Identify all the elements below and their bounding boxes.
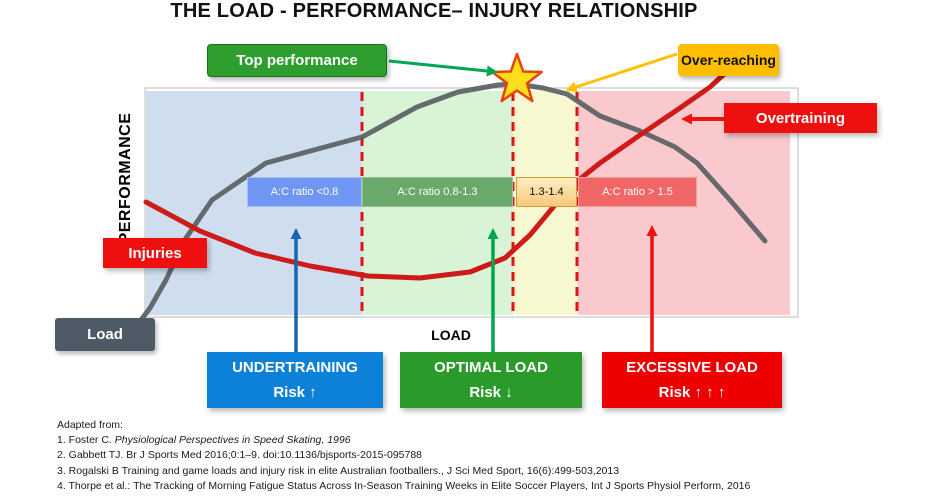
ac-ratio-label-overreaching: 1.3-1.4: [516, 177, 577, 207]
over-reaching-arrow-head: [565, 81, 578, 93]
excessive-load-risk-box: EXCESSIVE LOAD Risk ↑ ↑ ↑: [602, 352, 782, 408]
reference-item: 3. Rogalski B Training and game loads an…: [57, 464, 620, 477]
undertraining-risk-level: Risk ↑: [273, 384, 317, 401]
over-reaching-callout: Over-reaching: [678, 44, 779, 76]
undertraining-risk-title: UNDERTRAINING: [232, 359, 358, 376]
injury-curve: [143, 63, 736, 281]
load-label-box: Load: [55, 318, 155, 351]
top-performance-star-icon: [491, 52, 543, 103]
optimal-load-risk-box: OPTIMAL LOAD Risk ↓: [400, 352, 582, 408]
references-heading: Adapted from:: [57, 419, 123, 431]
optimal-load-risk-title: OPTIMAL LOAD: [434, 359, 548, 376]
undertraining-risk-arrow-head: [290, 228, 302, 239]
reference-item: 2. Gabbett TJ. Br J Sports Med 2016;0:1–…: [57, 449, 423, 462]
undertraining-risk-box: UNDERTRAINING Risk ↑: [207, 352, 383, 408]
page-title: THE LOAD - PERFORMANCE– INJURY RELATIONS…: [170, 0, 698, 22]
over-reaching-arrow: [575, 52, 678, 89]
top-performance-arrow: [388, 59, 488, 73]
injuries-label: Injuries: [103, 238, 207, 268]
references: Adapted from: 1. Foster C. Physiological…: [57, 418, 937, 494]
ac-ratio-label-undertraining: A:C ratio <0.8: [247, 177, 362, 207]
overtraining-callout: Overtraining: [724, 103, 877, 133]
reference-item: 4. Thorpe et al.: The Tracking of Mornin…: [57, 479, 751, 492]
overtraining-arrow-head: [681, 113, 692, 125]
optimal-load-risk-level: Risk ↓: [469, 384, 513, 401]
excessive-risk-arrow-head: [646, 225, 658, 236]
optimal-risk-arrow-head: [487, 228, 499, 239]
ac-ratio-label-overtraining: A:C ratio > 1.5: [578, 177, 697, 207]
top-performance-callout: Top performance: [207, 44, 387, 77]
top-performance-arrow-head: [486, 65, 498, 77]
x-axis-label: LOAD: [431, 327, 471, 343]
reference-item: 1. Foster C. Physiological Perspectives …: [57, 434, 351, 447]
ac-ratio-label-optimal: A:C ratio 0.8-1.3: [362, 177, 513, 207]
excessive-load-risk-level: Risk ↑ ↑ ↑: [658, 384, 726, 401]
excessive-load-risk-title: EXCESSIVE LOAD: [626, 359, 758, 376]
